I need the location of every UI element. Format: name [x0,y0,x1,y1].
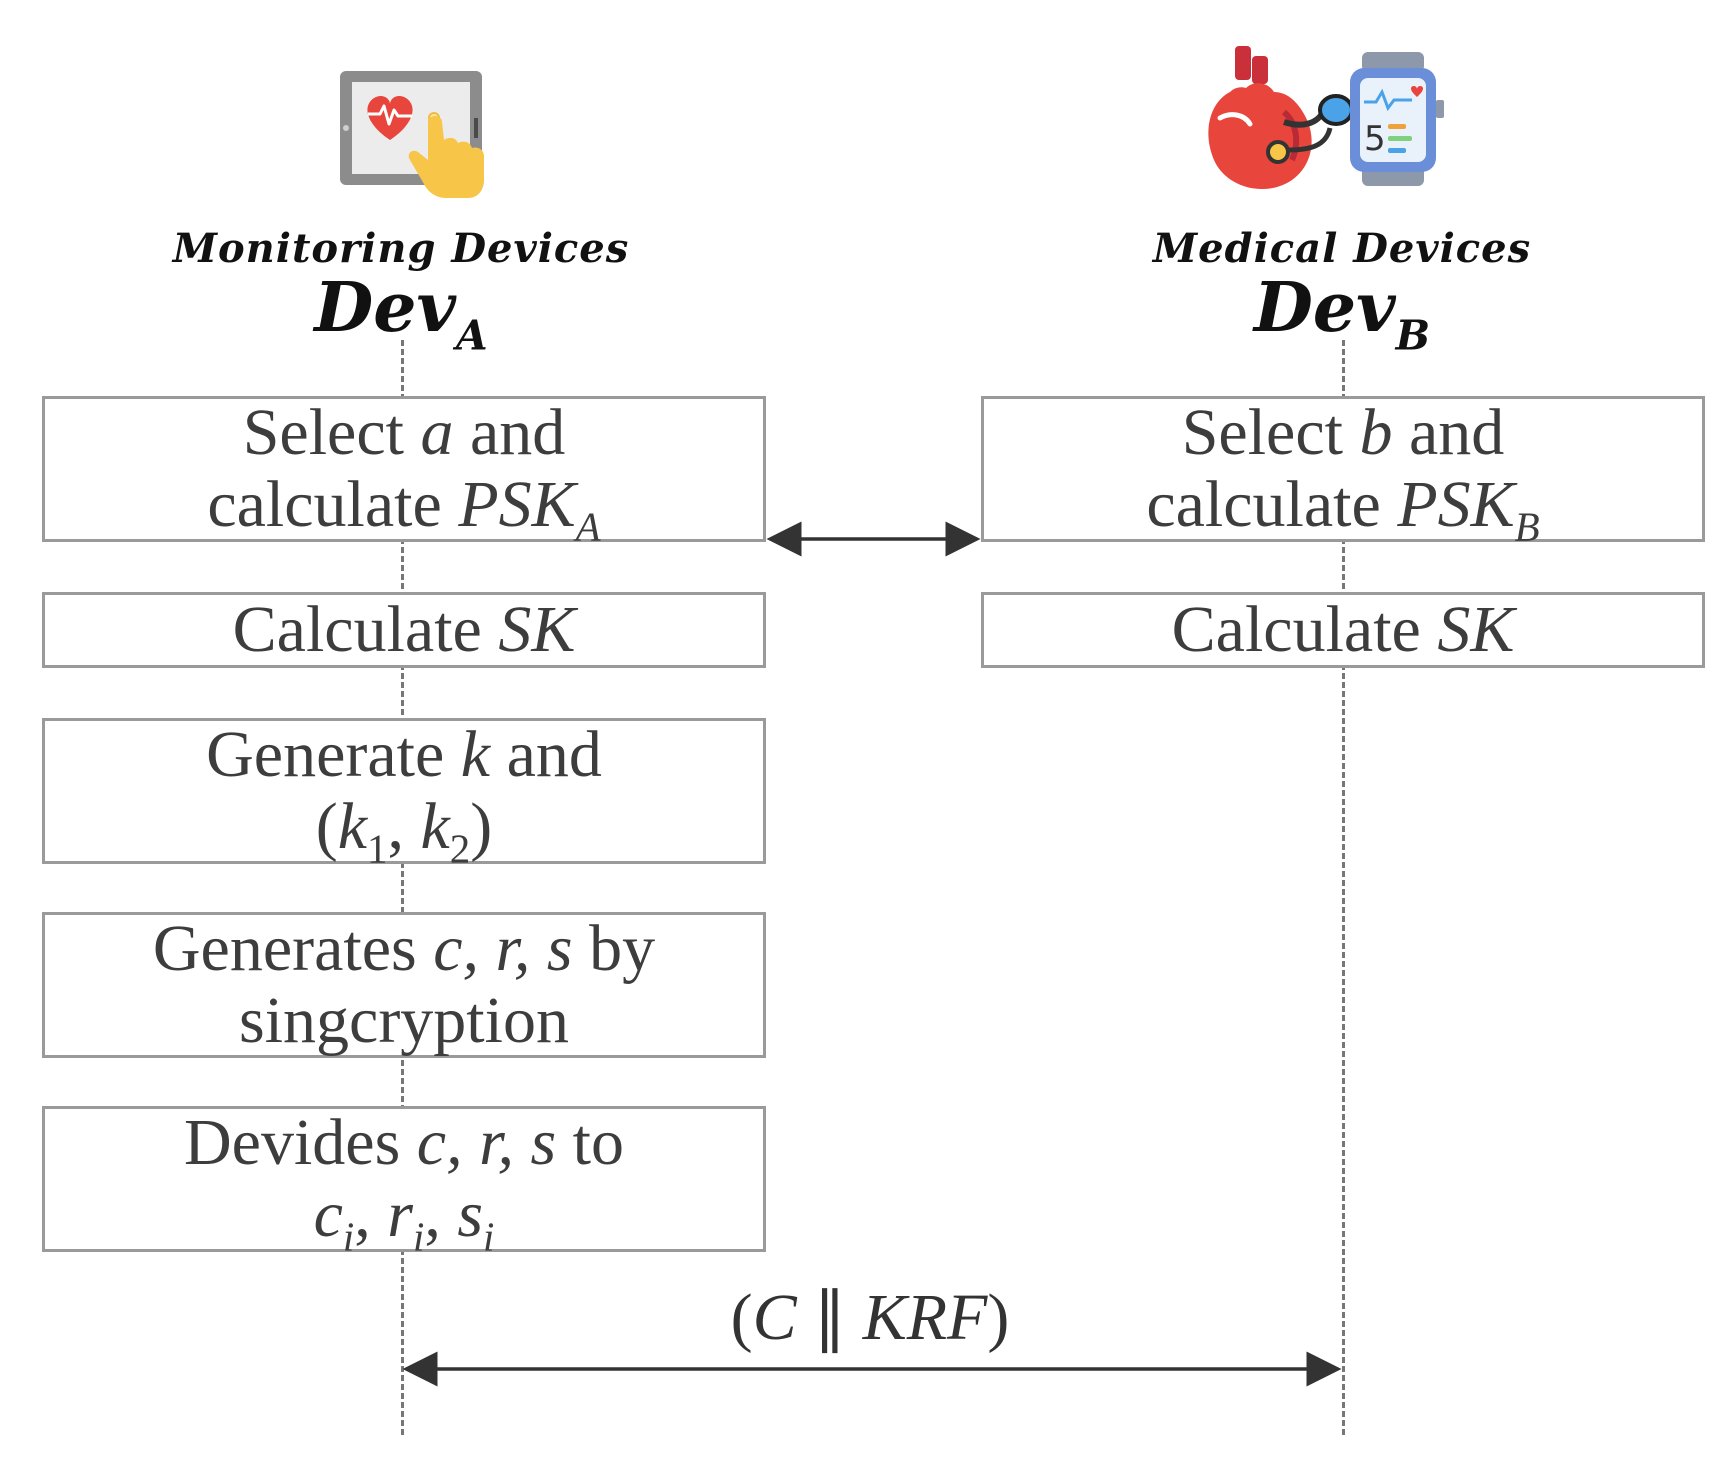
lifeline-dev-a [401,340,404,1435]
step-select-a-box: Select a and calculate PSKA [42,396,766,550]
monitoring-devices-label: Monitoring Devices [172,225,630,272]
lifeline-dev-b [1342,340,1345,1435]
step-divide-line1: Devides c, r, s to [184,1106,624,1179]
step-select-a-line1: Select a and [242,396,566,469]
tablet-heart-touch-icon [340,71,484,198]
step-signcryption-box: Generates c, r, s by singcryption [42,912,766,1058]
step-calculate-sk-b-box: Calculate SK [981,592,1705,668]
step-signcryption-line1: Generates c, r, s by [152,912,656,985]
dev-b-label: DevB [1253,268,1431,360]
message-label: (C ∥ KRF) [730,1281,1010,1354]
step-divide-box: Devides c, r, s to ci, ri, si [42,1106,766,1260]
step-generate-k-box: Generate k and (k1, k2) [42,718,766,872]
heart-smartwatch-icon: 5 [1208,46,1444,190]
step-select-a-line2: calculate PSKA [207,468,601,550]
step-calculate-sk-b-text: Calculate SK [1171,593,1515,666]
step-select-b-line2: calculate PSKB [1146,468,1540,550]
step-divide-line2: ci, ri, si [313,1178,495,1260]
step-signcryption-line2: singcryption [239,984,569,1057]
step-generate-k-line2: (k1, k2) [315,790,493,872]
step-select-b-line1: Select b and [1181,396,1505,469]
step-generate-k-line1: Generate k and [206,718,602,791]
step-calculate-sk-a-text: Calculate SK [232,593,576,666]
step-calculate-sk-a-box: Calculate SK [42,592,766,668]
step-select-b-box: Select b and calculate PSKB [981,396,1705,550]
medical-devices-label: Medical Devices [1152,225,1532,272]
dev-a-label: DevA [314,268,488,360]
svg-text:5: 5 [1364,119,1386,159]
